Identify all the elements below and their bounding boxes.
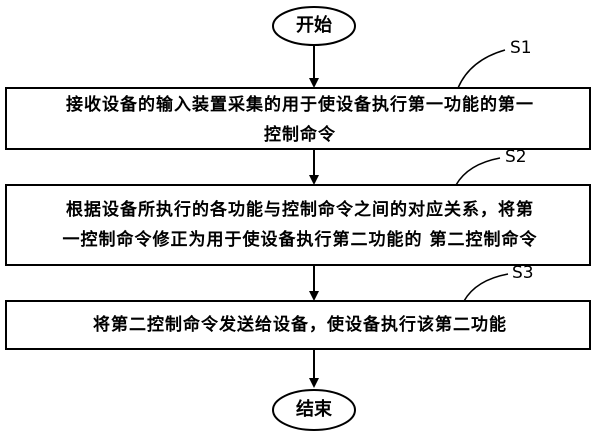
step-box-s3 <box>5 300 591 350</box>
step-box-s2 <box>5 184 591 266</box>
step-s1-line-2: 控制命令 <box>264 125 336 145</box>
step-box-s1 <box>5 87 591 150</box>
step-s1-line-1: 接收设备的输入装置采集的用于使设备执行第一功能的第一 <box>66 95 534 115</box>
start-label: 开始 <box>296 15 332 36</box>
step-id-s3: S3 <box>512 263 534 283</box>
step-s2-line-1: 根据设备所执行的各功能与控制命令之间的对应关系，将第 <box>66 200 534 220</box>
step-s3-line-1: 将第二控制命令发送给设备，使设备执行该第二功能 <box>93 315 507 335</box>
step-leader-s3 <box>463 273 509 302</box>
step-id-s2: S2 <box>505 147 527 167</box>
step-leader-s1 <box>457 49 506 89</box>
step-text-s3: 将第二控制命令发送给设备，使设备执行该第二功能 <box>0 310 600 340</box>
step-s2-line-2: 一控制命令修正为用于使设备执行第二功能的 第二控制命令 <box>62 230 538 250</box>
step-id-s1: S1 <box>510 38 532 58</box>
step-text-s2: 根据设备所执行的各功能与控制命令之间的对应关系，将第 一控制命令修正为用于使设备… <box>0 195 600 255</box>
end-terminal <box>272 389 356 431</box>
end-label: 结束 <box>296 399 332 420</box>
step-leader-s2 <box>455 157 501 186</box>
step-text-s1: 接收设备的输入装置采集的用于使设备执行第一功能的第一 控制命令 <box>0 90 600 150</box>
